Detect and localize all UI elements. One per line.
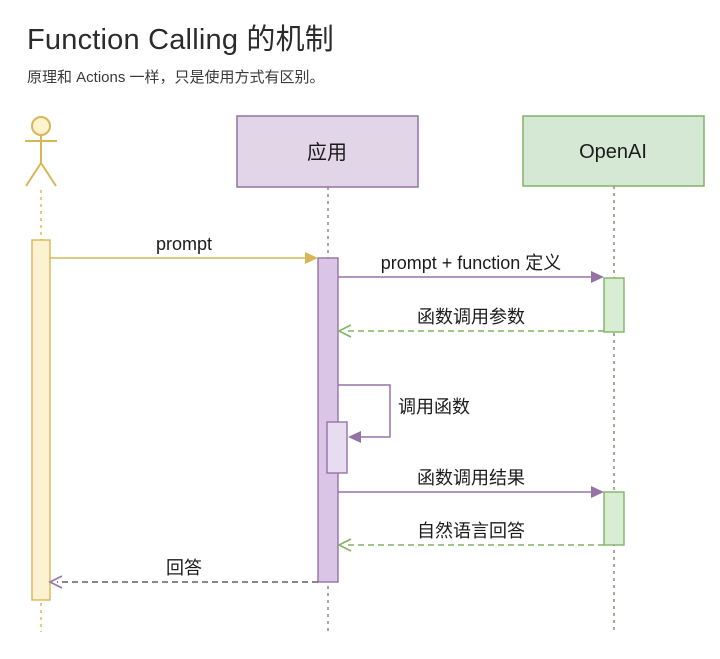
message-natural-language-answer: 自然语言回答 [337,521,604,552]
arrowhead-open-left-icon [337,324,352,338]
message-answer: 回答 [48,558,318,589]
actor-leg-right [40,162,57,187]
page-title: Function Calling 的机制 [27,24,334,56]
openai-participant-label: OpenAI [579,141,647,163]
arrowhead-right-icon [591,486,604,498]
arrowhead-right-icon [591,271,604,283]
openai-participant-box [522,115,705,187]
message-prompt: prompt [50,234,318,264]
message-prompt-label: prompt [156,234,212,254]
page-subtitle: 原理和 Actions 一样，只是使用方式有区别。 [27,69,325,86]
openai-activation-bar-2 [603,491,625,546]
message-function-call-params-label: 函数调用参数 [417,307,525,327]
openai-activation-bar-1 [603,277,625,333]
arrowhead-right-icon [305,252,318,264]
actor-activation-bar [31,239,51,601]
message-self-call-label: 调用函数 [398,397,470,417]
message-prompt-function-label: prompt + function 定义 [381,253,562,273]
app-participant-label: 应用 [307,141,347,164]
actor-icon [25,116,57,187]
message-prompt-function: prompt + function 定义 [338,253,604,283]
app-nested-activation-bar [326,421,348,474]
message-natural-language-answer-label: 自然语言回答 [417,521,525,541]
actor-leg-left [25,162,42,187]
message-function-call-result: 函数调用结果 [338,468,604,498]
message-function-call-params: 函数调用参数 [337,307,604,338]
arrowhead-left-icon [348,431,361,443]
actor-head [31,116,51,136]
app-participant-box [236,115,419,188]
arrowhead-open-left-icon [48,575,63,589]
message-self-call-loop [338,384,391,438]
message-self-call: 调用函数 [338,384,470,443]
message-function-call-result-label: 函数调用结果 [417,468,525,488]
message-answer-label: 回答 [166,558,202,578]
app-activation-bar [317,257,339,583]
arrowhead-open-left-icon [337,538,352,552]
